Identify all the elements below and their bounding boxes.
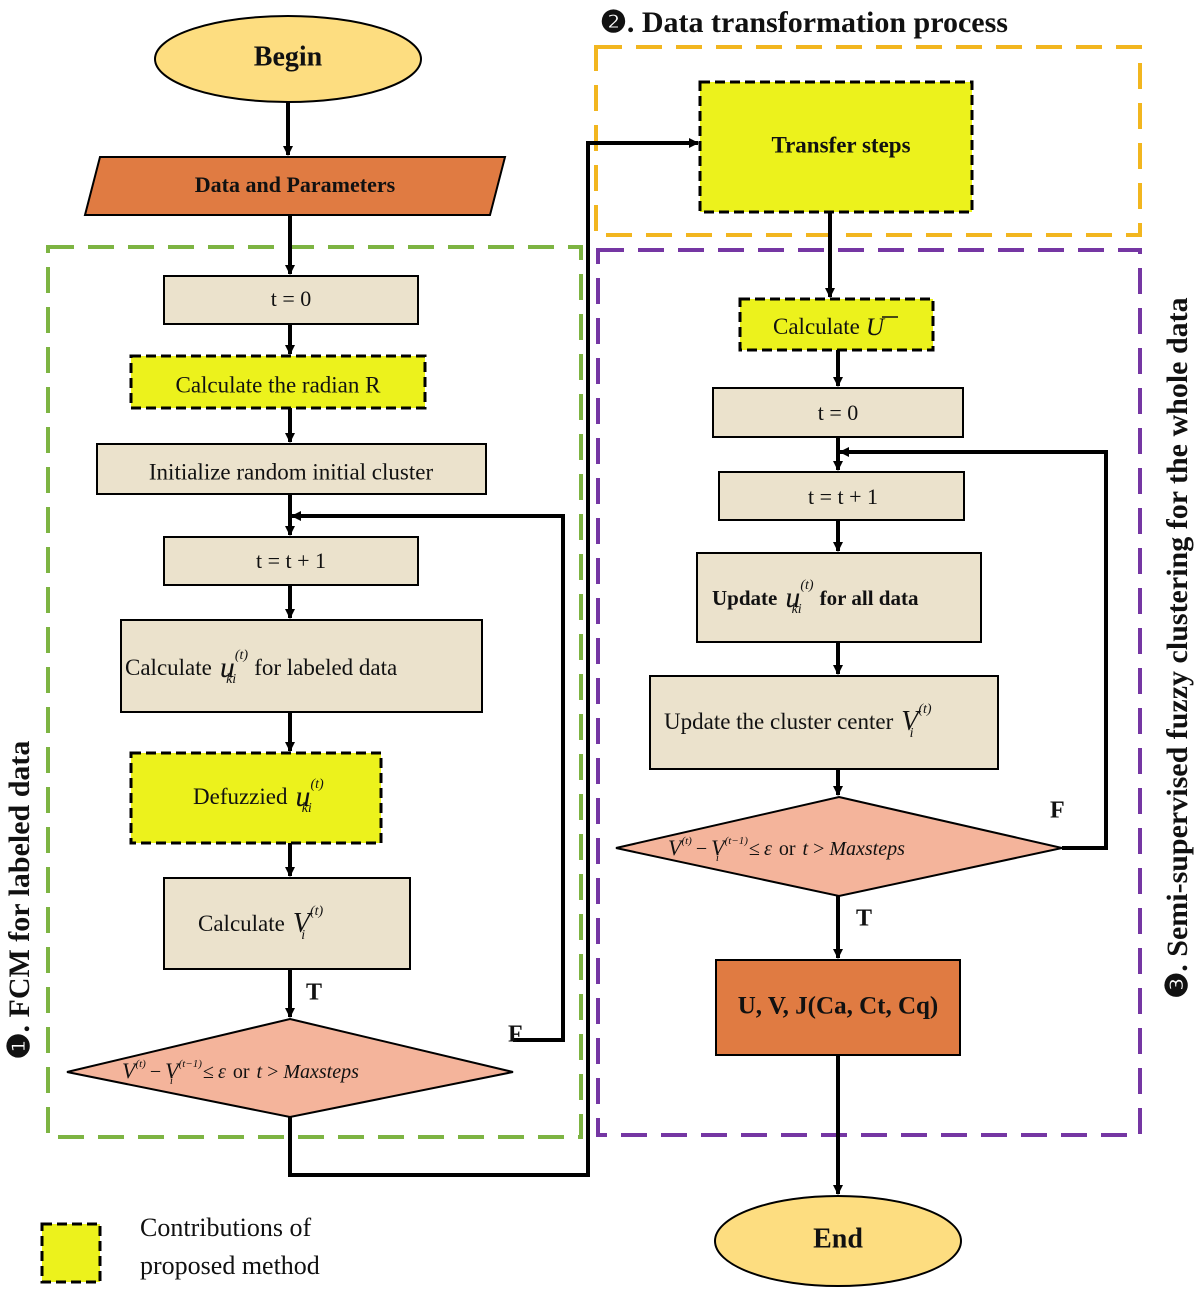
init-cluster-label: Initialize random initial cluster [149,459,434,484]
output-label: U, V, J(Ca, Ct, Cq) [738,993,938,1020]
right-true-label: T [856,906,872,932]
right-false-label: F [1050,798,1065,824]
calculate-radian-label: Calculate the radian R [175,372,381,397]
legend-text-line1: Contributions of [140,1213,312,1242]
update-u-all-box [696,552,982,643]
calculate-radian-box [129,354,427,410]
begin-label: Begin [254,41,323,72]
left-false-label: F [508,1022,523,1048]
right-tinc-label: t = t + 1 [808,484,878,509]
update-cluster-center-box [649,675,999,770]
left-tinc-label: t = t + 1 [256,548,326,573]
defuzzied-box [129,751,383,845]
group-semi-supervised-title: ❸. Semi-supervised fuzzy clustering for … [1161,297,1194,998]
end-label: End [813,1223,863,1254]
calculate-v-box [163,877,411,970]
left-true-label: T [306,980,322,1006]
data-parameters-input [83,156,507,216]
data-parameters-label: Data and Parameters [195,172,396,197]
init-cluster-box [96,443,487,495]
end-terminal [714,1195,962,1287]
right-tinc-box [718,471,965,521]
output-box [715,959,961,1056]
calculate-u-labeled-box [120,619,483,713]
connectors [283,102,1108,1195]
group-fcm-labeled-border [46,245,583,1139]
transfer-steps-label: Transfer steps [771,132,910,157]
transfer-steps-box [698,80,974,214]
group-semi-supervised-border [596,248,1142,1137]
right-t0-label: t = 0 [818,400,859,425]
edge-right-false-loop [839,447,1108,850]
edge-left-false-loop [291,511,565,1042]
calculate-ubar-box [738,297,935,352]
right-t0-box [712,387,964,438]
group-fcm-labeled-title: ❶. FCM for labeled data [3,741,36,1060]
legend-swatch [40,1222,102,1284]
left-t0-label: t = 0 [271,286,312,311]
edge-left-true-transfer [288,138,699,1177]
legend-text-line2: proposed method [140,1251,320,1280]
group-data-transformation-title: ❷. Data transformation process [600,6,1008,39]
